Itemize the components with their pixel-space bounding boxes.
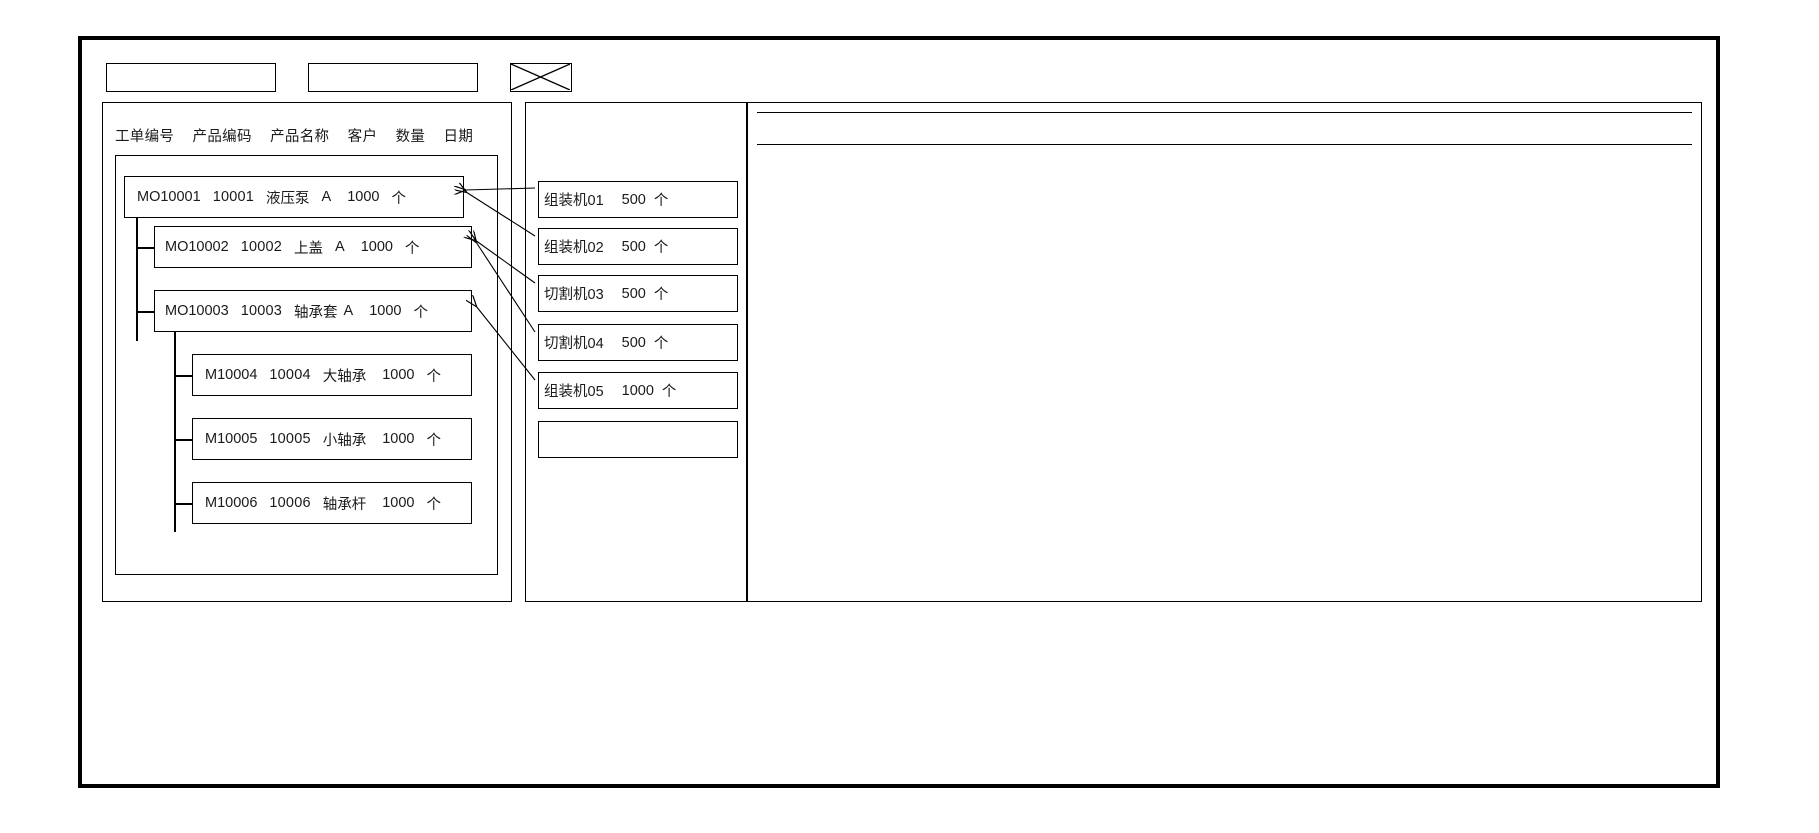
machine-quantity: 500 xyxy=(621,285,646,302)
row-product-code: 10003 xyxy=(240,303,283,319)
machine-schedule-panel: 组装机01 500 个 组装机02 500 个 切割机03 500 个 切割机0… xyxy=(525,102,747,602)
row-quantity: 1000 xyxy=(382,495,415,511)
row-quantity: 1000 xyxy=(347,189,380,205)
detail-panel-body[interactable] xyxy=(757,151,1692,592)
tree-connector-to-row2 xyxy=(136,247,154,249)
list-item[interactable]: 组装机02 500 个 xyxy=(538,228,738,265)
row-product-code: 10004 xyxy=(269,367,311,383)
machine-name: 组装机01 xyxy=(544,193,604,209)
row-order-no: MO10003 xyxy=(165,303,229,319)
row-customer: A xyxy=(343,303,354,319)
table-row[interactable]: M10005 10005 小轴承 1000 个 xyxy=(192,418,472,460)
tree-connector-to-row3 xyxy=(136,311,154,313)
machine-unit: 个 xyxy=(653,336,669,352)
list-item[interactable] xyxy=(538,421,738,458)
work-order-panel: 工单编号 产品编码 产品名称 客户 数量 日期 MO10001 10001 液压… xyxy=(102,102,512,602)
row-unit: 个 xyxy=(391,190,406,207)
table-row[interactable]: MO10001 10001 液压泵 A 1000 个 xyxy=(124,176,464,218)
column-header-customer: 客户 xyxy=(347,129,378,145)
column-header-product-name: 产品名称 xyxy=(270,129,330,145)
toolbar-field-one[interactable] xyxy=(106,62,276,92)
work-order-tree-list[interactable]: MO10001 10001 液压泵 A 1000 个 MO10002 10002… xyxy=(115,155,498,575)
row-product-code: 10002 xyxy=(240,239,283,255)
row-unit: 个 xyxy=(413,304,428,321)
row-customer: A xyxy=(335,239,345,255)
row-product-code: 10006 xyxy=(269,495,311,511)
row-order-no: MO10001 xyxy=(137,189,201,205)
application-window: 工单编号 产品编码 产品名称 客户 数量 日期 MO10001 10001 液压… xyxy=(78,36,1720,788)
row-quantity: 1000 xyxy=(382,431,415,447)
tree-connector-sub-vertical xyxy=(174,332,176,532)
machine-quantity: 500 xyxy=(621,238,646,255)
column-header-quantity: 数量 xyxy=(395,129,426,145)
row-product-code: 10005 xyxy=(269,431,311,447)
column-header-date: 日期 xyxy=(443,129,474,145)
machine-unit: 个 xyxy=(653,287,669,303)
tree-connector-to-row5 xyxy=(174,439,192,441)
toolbar-field-two[interactable] xyxy=(308,62,478,92)
row-product-name: 小轴承 xyxy=(322,432,367,449)
table-row[interactable]: MO10003 10003 轴承套 A 1000 个 xyxy=(154,290,472,332)
table-row[interactable]: M10004 10004 大轴承 1000 个 xyxy=(192,354,472,396)
machine-name: 切割机04 xyxy=(544,336,604,352)
machine-name: 组装机02 xyxy=(544,240,604,256)
column-header-product-code: 产品编码 xyxy=(192,129,252,145)
row-order-no: M10006 xyxy=(205,495,258,511)
row-unit: 个 xyxy=(426,496,442,513)
table-row[interactable]: MO10002 10002 上盖 A 1000 个 xyxy=(154,226,472,268)
machine-unit: 个 xyxy=(661,384,677,400)
detail-panel xyxy=(747,102,1702,602)
crossed-box-glyph xyxy=(511,63,570,90)
row-quantity: 1000 xyxy=(369,303,402,319)
machine-unit: 个 xyxy=(653,193,669,209)
machine-quantity: 1000 xyxy=(621,382,654,399)
row-unit: 个 xyxy=(426,368,442,385)
row-product-name: 液压泵 xyxy=(266,190,310,207)
detail-panel-header-band xyxy=(757,112,1692,145)
list-item[interactable]: 组装机05 1000 个 xyxy=(538,372,738,409)
toolbar xyxy=(106,62,572,92)
list-item[interactable]: 组装机01 500 个 xyxy=(538,181,738,218)
machine-quantity: 500 xyxy=(621,191,646,208)
tree-connector-root-vertical xyxy=(136,197,138,341)
work-order-column-headers: 工单编号 产品编码 产品名称 客户 数量 日期 xyxy=(115,125,487,146)
tree-connector-to-row6 xyxy=(174,503,192,505)
row-order-no: M10004 xyxy=(205,367,258,383)
machine-name: 切割机03 xyxy=(544,287,604,303)
row-customer: A xyxy=(321,189,332,205)
tree-connector-to-row4 xyxy=(174,375,192,377)
row-unit: 个 xyxy=(426,432,442,449)
column-header-order-no: 工单编号 xyxy=(115,129,175,145)
row-order-no: MO10002 xyxy=(165,239,229,255)
list-item[interactable]: 切割机03 500 个 xyxy=(538,275,738,312)
machine-unit: 个 xyxy=(653,240,669,256)
machine-name: 组装机05 xyxy=(544,384,604,400)
row-product-name: 轴承杆 xyxy=(322,496,367,513)
row-order-no: M10005 xyxy=(205,431,258,447)
row-product-name: 大轴承 xyxy=(322,368,367,385)
row-product-name: 轴承套 xyxy=(294,304,338,321)
crossed-box-icon[interactable] xyxy=(510,62,572,92)
row-product-name: 上盖 xyxy=(294,240,324,257)
row-product-code: 10001 xyxy=(212,189,255,205)
machine-quantity: 500 xyxy=(621,334,646,351)
row-quantity: 1000 xyxy=(360,239,393,255)
row-quantity: 1000 xyxy=(382,367,415,383)
list-item[interactable]: 切割机04 500 个 xyxy=(538,324,738,361)
table-row[interactable]: M10006 10006 轴承杆 1000 个 xyxy=(192,482,472,524)
row-unit: 个 xyxy=(404,240,420,257)
